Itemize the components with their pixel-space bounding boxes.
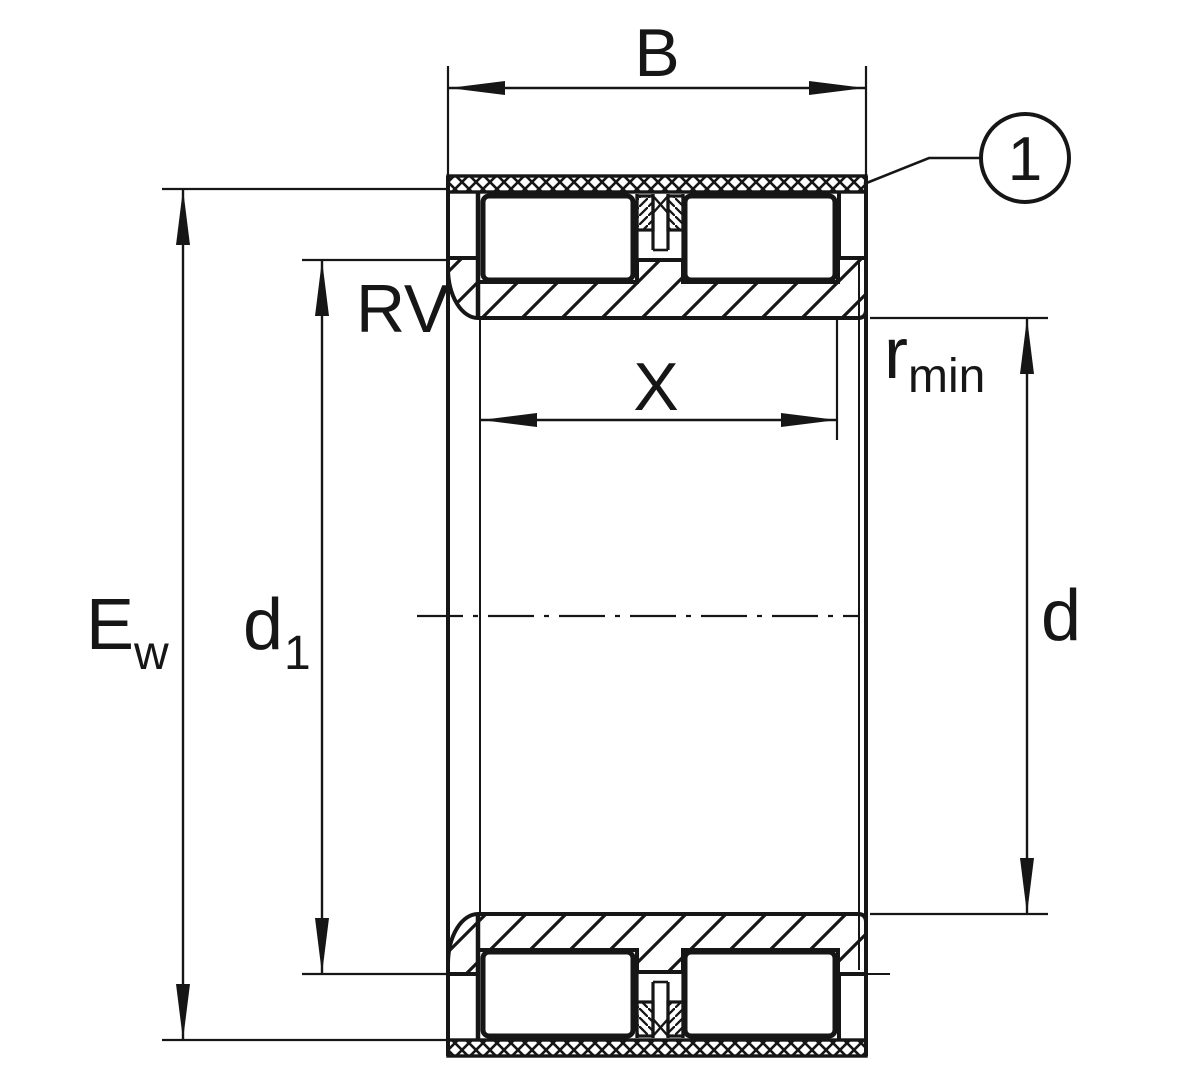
cage-block-hatched: [635, 1000, 655, 1038]
roller-top-left: [480, 193, 636, 283]
roller-bottom-right: [682, 949, 838, 1039]
roller-top-right: [682, 193, 838, 283]
cage-block-hatched: [666, 194, 685, 232]
arrowhead-down: [1020, 858, 1034, 914]
callout-leader-line: [863, 156, 981, 186]
outer-ring-top-section: [446, 174, 868, 194]
dimension-d: d: [870, 316, 1081, 916]
dim-label-X: X: [633, 349, 678, 425]
arrowhead-down: [176, 984, 190, 1040]
cage-bottom: [635, 972, 685, 1038]
arrowhead-up: [176, 189, 190, 245]
outer-ring-bottom-section: [446, 1038, 868, 1058]
arrowhead-left: [481, 413, 537, 427]
dim-label-d: d: [1041, 576, 1081, 656]
dimension-Ew: E w: [86, 187, 448, 1042]
cage-block-hatched: [666, 1000, 685, 1038]
callout-circle: [979, 112, 1071, 204]
dim-label-d1-main: d: [243, 585, 283, 665]
arrowhead-right: [781, 413, 837, 427]
callout-1: 1: [863, 112, 1071, 204]
dim-label-B: B: [634, 15, 679, 91]
bearing-body: [446, 174, 890, 1058]
cage-top: [635, 194, 685, 260]
roller-bottom-left: [480, 949, 636, 1039]
dim-label-Ew-sub: w: [133, 627, 169, 680]
arrowhead-right: [809, 81, 865, 95]
roller-row-top: [480, 193, 838, 283]
arrowhead-left: [449, 81, 505, 95]
roller-row-bottom: [480, 949, 838, 1039]
dim-label-rmin-sub: min: [908, 350, 985, 403]
dim-label-Ew-main: E: [86, 585, 134, 665]
dim-label-rmin-main: r: [884, 314, 908, 394]
dim-label-RV: RV: [356, 271, 450, 347]
cage-block-hatched: [635, 194, 655, 232]
arrowhead-up: [315, 260, 329, 316]
dimension-X: X: [481, 318, 839, 440]
cage-slot-cross: [652, 1018, 669, 1037]
dim-label-d1-sub: 1: [284, 627, 311, 680]
label-rmin: r min: [884, 314, 985, 403]
callout-number: 1: [1008, 125, 1042, 194]
arrowhead-down: [315, 918, 329, 974]
arrowhead-up: [1020, 318, 1034, 374]
dimension-B: B: [446, 15, 868, 175]
cage-slot-cross: [652, 195, 669, 214]
dimension-d1: d 1: [243, 258, 448, 976]
